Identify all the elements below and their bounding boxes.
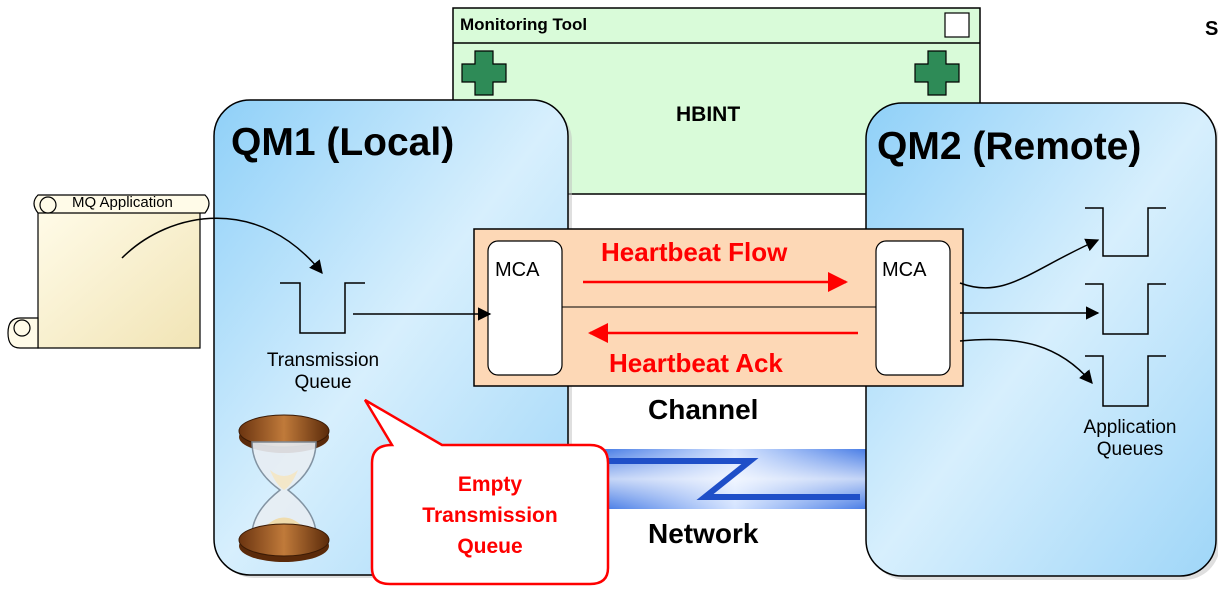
- plus-left-icon: [461, 50, 507, 96]
- app-queue-2-icon: [1085, 283, 1166, 335]
- monitoring-tool-title: Monitoring Tool: [460, 15, 588, 34]
- plus-right-icon: [914, 50, 960, 96]
- transmission-queue-line2: Queue: [294, 372, 352, 393]
- hbint-label: HBINT: [676, 103, 741, 126]
- callout-line3: Queue: [457, 535, 523, 558]
- corner-text: S: [1205, 18, 1218, 40]
- heartbeat-ack-label: Heartbeat Ack: [609, 348, 783, 378]
- application-queues-label: Application Queues: [1050, 417, 1210, 461]
- transmission-queue-icon: [280, 282, 365, 334]
- network-band: [590, 449, 880, 509]
- callout-line2: Transmission: [422, 504, 558, 527]
- app-queue-1-icon: [1085, 207, 1166, 257]
- callout-line1: Empty: [457, 473, 523, 496]
- maximize-icon[interactable]: [944, 12, 970, 38]
- network-lightning-icon: [605, 458, 860, 500]
- transmission-queue-label: Transmission Queue: [238, 350, 408, 394]
- mca-left-label: MCA: [495, 259, 540, 281]
- application-queues-line1: Application: [1083, 417, 1177, 438]
- qm2-title: QM2 (Remote): [877, 125, 1142, 168]
- mq-application-scroll: [7, 194, 210, 349]
- heartbeat-flow-label: Heartbeat Flow: [601, 237, 788, 267]
- app-to-queue-arrow: [121, 217, 323, 275]
- mca-to-queue-3-arrow: [959, 338, 1093, 385]
- app-queue-3-icon: [1085, 355, 1166, 407]
- hourglass-icon: [238, 414, 330, 562]
- empty-queue-callout: [363, 398, 610, 586]
- callout-text: Empty Transmission Queue: [372, 469, 608, 562]
- mq-application-label: MQ Application: [72, 194, 173, 211]
- application-queues-line2: Queues: [1096, 439, 1164, 460]
- transmission-queue-line1: Transmission: [266, 350, 380, 371]
- network-label: Network: [648, 518, 759, 549]
- mca-right-box: [875, 240, 951, 376]
- mca-right-label: MCA: [882, 259, 927, 281]
- mca-to-queue-1-arrow: [959, 238, 1100, 289]
- qm1-title: QM1 (Local): [231, 121, 455, 164]
- channel-label: Channel: [648, 394, 759, 425]
